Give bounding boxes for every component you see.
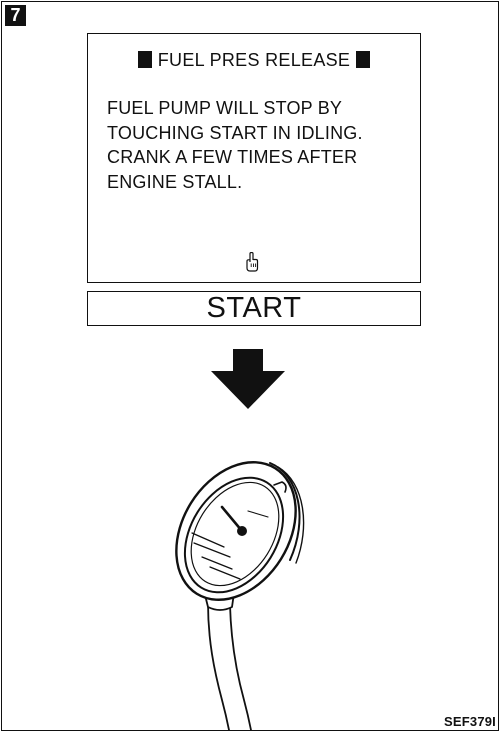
step-number-badge: 7	[5, 5, 26, 26]
fuel-pressure-gauge-icon	[150, 445, 365, 730]
screen-message-line: ENGINE STALL.	[107, 170, 412, 195]
down-arrow-icon	[211, 349, 285, 409]
consult-screen: FUEL PRES RELEASE FUEL PUMP WILL STOP BY…	[87, 33, 421, 283]
screen-message-line: TOUCHING START IN IDLING.	[107, 121, 412, 146]
figure-code: SEF379I	[444, 714, 496, 729]
screen-message-line: CRANK A FEW TIMES AFTER	[107, 145, 412, 170]
screen-header: FUEL PRES RELEASE	[88, 50, 420, 71]
start-button[interactable]: START	[87, 291, 421, 326]
hand-pointer-icon	[244, 252, 260, 272]
screen-header-text: FUEL PRES RELEASE	[158, 50, 351, 70]
header-marker-left	[138, 51, 152, 68]
header-marker-right	[356, 51, 370, 68]
screen-message: FUEL PUMP WILL STOP BY TOUCHING START IN…	[107, 96, 412, 194]
screen-message-line: FUEL PUMP WILL STOP BY	[107, 96, 412, 121]
